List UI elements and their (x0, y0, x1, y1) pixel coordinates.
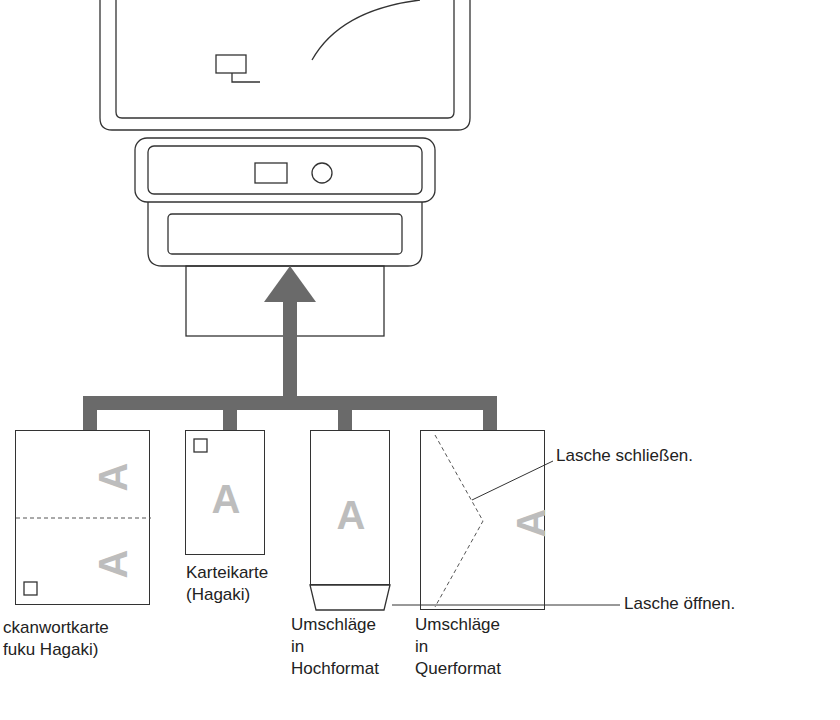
leader-lines (392, 461, 620, 605)
media-caption: Karteikarte (Hagaki) (186, 562, 296, 606)
media-caption: Umschläge in Querformat (415, 614, 501, 680)
media-caption: Umschläge in Hochformat (291, 614, 379, 680)
flap-closed-note: Lasche schließen. (554, 446, 695, 466)
landscape-envelope: AUmschläge in Querformat (420, 430, 545, 610)
reply-postcard: AAckanwortkarte fuku Hagaki) (15, 430, 150, 605)
printer-outline (100, 0, 470, 336)
portrait-envelope: AUmschläge in Hochformat (310, 430, 390, 585)
feed-arrow (83, 266, 497, 430)
orientation-letter: A (212, 479, 241, 519)
orientation-letter: A (337, 495, 366, 535)
media-caption: ckanwortkarte fuku Hagaki) (3, 617, 133, 661)
orientation-letter: A (93, 550, 133, 579)
flap-open-note: Lasche öffnen. (622, 594, 737, 614)
orientation-letter: A (511, 509, 551, 538)
open-flap (310, 585, 390, 610)
node-decoration (16, 431, 151, 606)
index-card: AKarteikarte (Hagaki) (185, 430, 265, 555)
orientation-letter: A (93, 463, 133, 492)
